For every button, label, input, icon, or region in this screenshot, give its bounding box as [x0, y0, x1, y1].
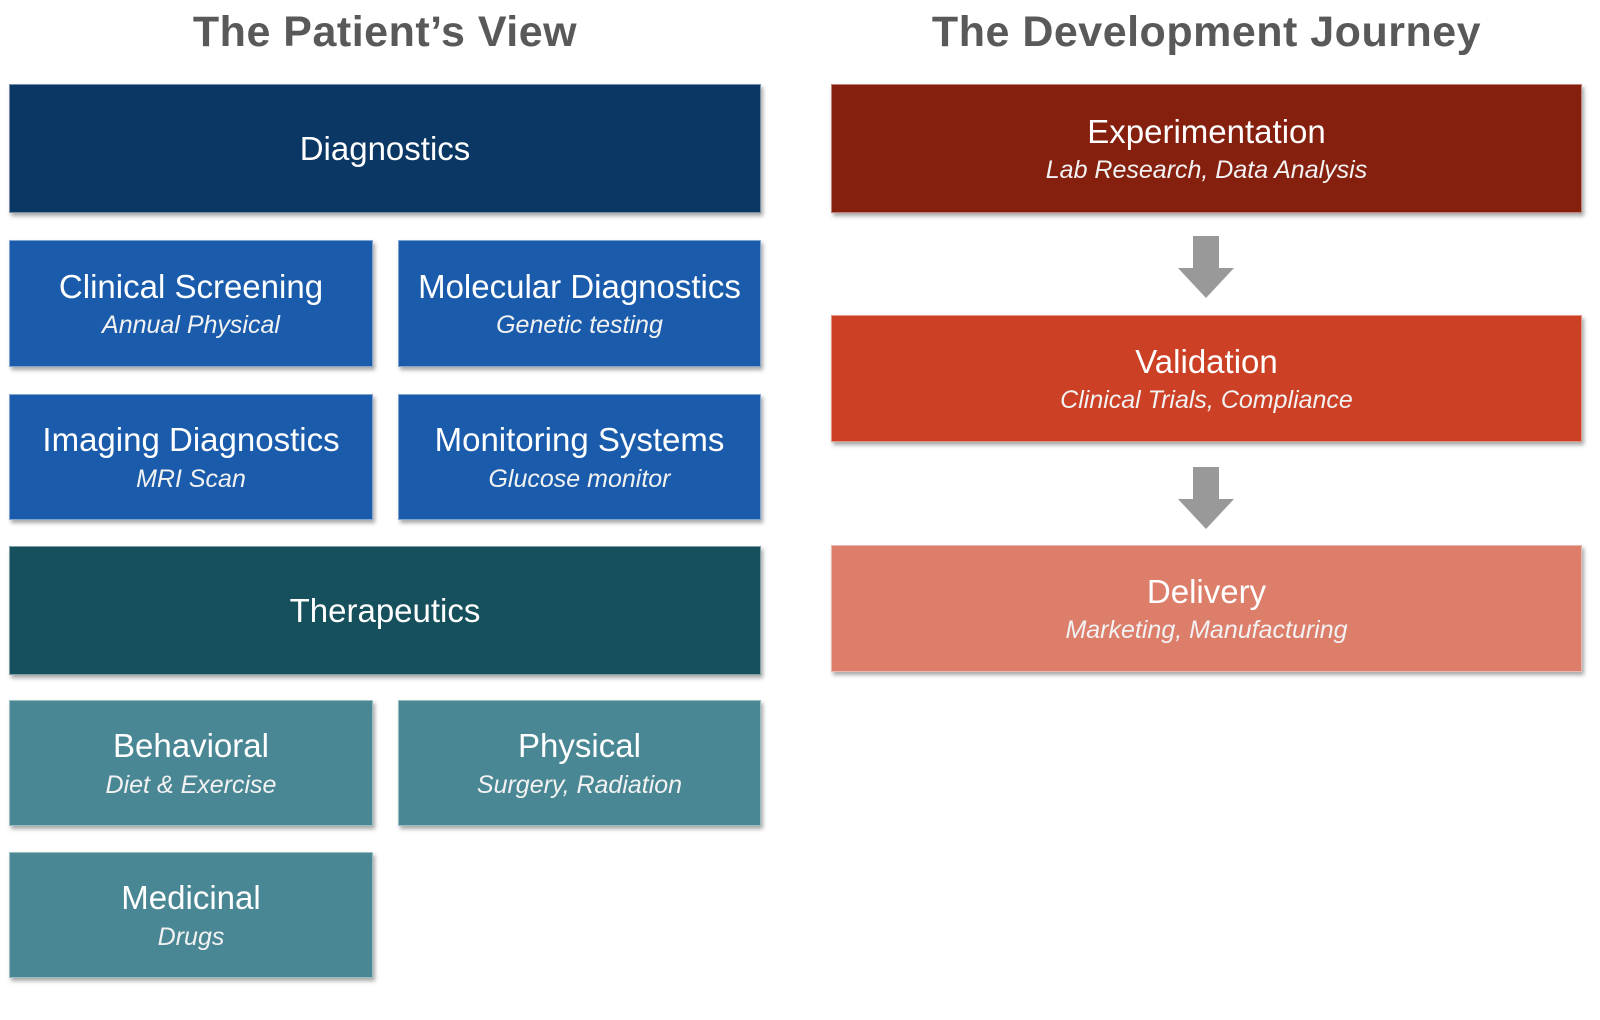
molecular-diagnostics-label: Molecular Diagnostics	[418, 267, 741, 305]
clinical-screening-label: Clinical Screening	[58, 267, 324, 305]
validation-box: Validation Clinical Trials, Compliance	[831, 315, 1582, 442]
therapeutics-header-label: Therapeutics	[289, 591, 481, 629]
monitoring-systems-subtitle: Glucose monitor	[488, 464, 671, 493]
medicinal-box: Medicinal Drugs	[9, 852, 373, 978]
down-arrow-icon	[1178, 236, 1234, 298]
delivery-label: Delivery	[1146, 572, 1267, 610]
validation-label: Validation	[1135, 342, 1278, 380]
down-arrow-icon	[1178, 467, 1234, 529]
medicinal-label: Medicinal	[121, 879, 261, 917]
physical-label: Physical	[518, 727, 641, 765]
behavioral-subtitle: Diet & Exercise	[105, 770, 277, 799]
molecular-diagnostics-box: Molecular Diagnostics Genetic testing	[398, 240, 761, 367]
imaging-diagnostics-box: Imaging Diagnostics MRI Scan	[9, 394, 373, 520]
physical-subtitle: Surgery, Radiation	[476, 770, 683, 799]
therapeutics-header-box: Therapeutics	[9, 546, 761, 675]
experimentation-label: Experimentation	[1087, 112, 1326, 150]
molecular-diagnostics-subtitle: Genetic testing	[496, 311, 663, 339]
diagnostics-header-label: Diagnostics	[299, 129, 471, 167]
imaging-diagnostics-subtitle: MRI Scan	[136, 464, 246, 493]
experimentation-subtitle: Lab Research, Data Analysis	[1045, 156, 1368, 184]
delivery-box: Delivery Marketing, Manufacturing	[831, 545, 1582, 672]
clinical-screening-subtitle: Annual Physical	[102, 311, 280, 339]
clinical-screening-box: Clinical Screening Annual Physical	[9, 240, 373, 367]
behavioral-box: Behavioral Diet & Exercise	[9, 700, 373, 826]
experimentation-box: Experimentation Lab Research, Data Analy…	[831, 84, 1582, 213]
imaging-diagnostics-label: Imaging Diagnostics	[42, 421, 340, 459]
monitoring-systems-label: Monitoring Systems	[434, 421, 725, 459]
patients-view-title: The Patient’s View	[192, 8, 578, 56]
delivery-subtitle: Marketing, Manufacturing	[1065, 616, 1348, 644]
development-journey-title: The Development Journey	[931, 8, 1482, 56]
monitoring-systems-box: Monitoring Systems Glucose monitor	[398, 394, 761, 520]
medicinal-subtitle: Drugs	[157, 922, 225, 951]
diagnostics-header-box: Diagnostics	[9, 84, 761, 213]
validation-subtitle: Clinical Trials, Compliance	[1060, 386, 1353, 414]
physical-box: Physical Surgery, Radiation	[398, 700, 761, 826]
behavioral-label: Behavioral	[113, 727, 269, 765]
